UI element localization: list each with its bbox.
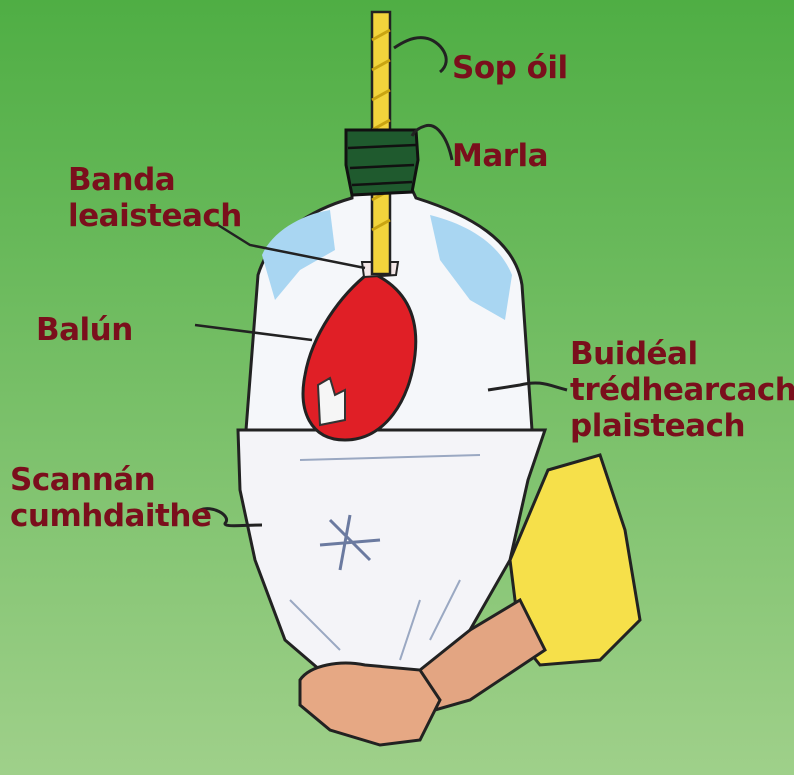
label-rubber-band-line-1: Banda bbox=[68, 162, 242, 198]
label-film-line-1: Scannán bbox=[10, 462, 211, 498]
label-film-line-2: cumhdaithe bbox=[10, 498, 211, 534]
label-rubber-band-line-2: leaisteach bbox=[68, 198, 242, 234]
label-rubber-band: Banda leaisteach bbox=[68, 162, 242, 234]
label-balloon-text: Balún bbox=[36, 312, 133, 348]
label-bottle-line-2: trédhearcach bbox=[570, 372, 794, 408]
label-bottle-line-3: plaisteach bbox=[570, 408, 794, 444]
label-clay: Marla bbox=[452, 138, 548, 174]
label-bottle-line-1: Buidéal bbox=[570, 336, 794, 372]
label-balloon: Balún bbox=[36, 312, 133, 348]
label-clay-text: Marla bbox=[452, 138, 548, 174]
label-straw-text: Sop óil bbox=[452, 50, 568, 86]
label-straw: Sop óil bbox=[452, 50, 568, 86]
label-bottle: Buidéal trédhearcach plaisteach bbox=[570, 336, 794, 444]
label-film: Scannán cumhdaithe bbox=[10, 462, 211, 534]
